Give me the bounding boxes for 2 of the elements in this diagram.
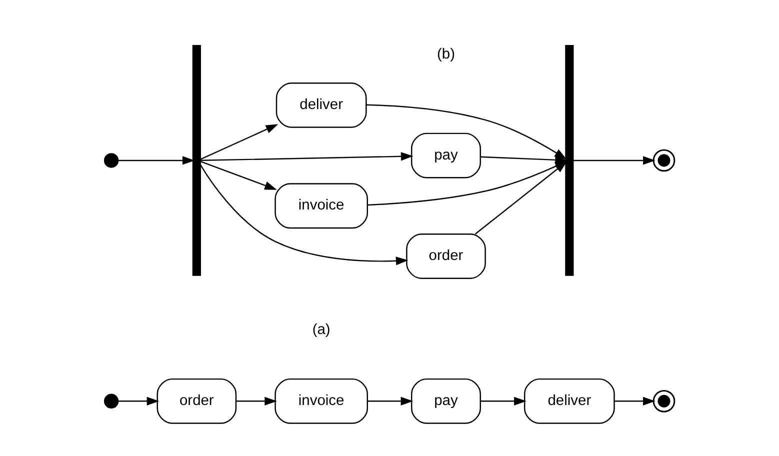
label: (b) bbox=[436, 46, 455, 63]
label: (a) bbox=[312, 322, 330, 338]
